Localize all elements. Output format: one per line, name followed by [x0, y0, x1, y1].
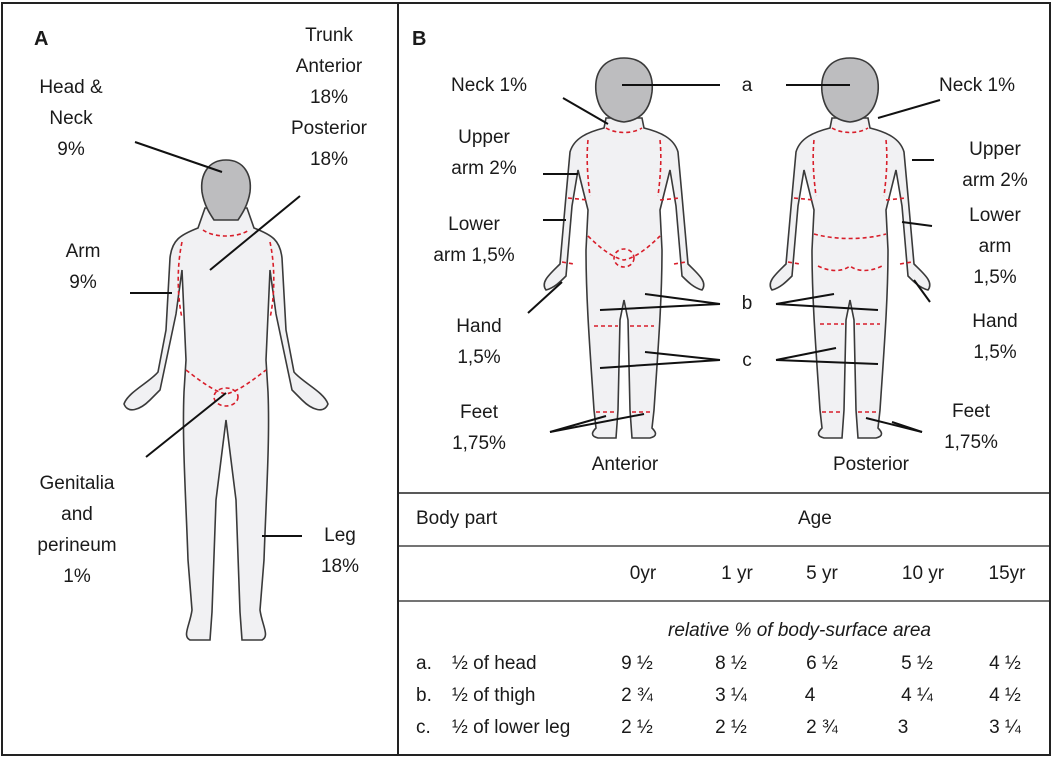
panel-b-letter: B	[412, 28, 426, 51]
table-cell: 4 ½	[965, 682, 1045, 710]
table-row-part: ½ of head	[452, 650, 537, 678]
table-cell: 4 ½	[965, 650, 1045, 678]
label-lower-arm-right: Lower arm 1,5%	[940, 200, 1050, 293]
child-anterior-figure	[544, 58, 704, 438]
table-cell: 2 ¾	[597, 682, 677, 710]
table-row-part: ½ of lower leg	[452, 714, 570, 742]
marker-a: a	[730, 70, 764, 101]
child-posterior-figure	[770, 58, 930, 438]
label-hand-right: Hand 1,5%	[940, 306, 1050, 368]
label-leg: Leg 18%	[300, 520, 380, 582]
table-cell: 8 ½	[691, 650, 771, 678]
child-anterior-body	[544, 118, 704, 438]
label-upper-arm-right: Upper arm 2%	[940, 134, 1050, 196]
label-head-neck: Head & Neck 9%	[16, 72, 126, 165]
table-row-key: a.	[416, 650, 432, 678]
table-cell: 5 ½	[877, 650, 957, 678]
table-age-col: 15yr	[967, 560, 1047, 588]
table-cell: 3 ¼	[965, 714, 1045, 742]
table-cell: 3 ¼	[691, 682, 771, 710]
table-cell: 4	[770, 682, 850, 710]
label-neck-right: Neck 1%	[912, 70, 1042, 101]
table-age-col: 0yr	[603, 560, 683, 588]
table-cell: 2 ½	[691, 714, 771, 742]
caption-anterior: Anterior	[560, 449, 690, 480]
table-header-body-part: Body part	[416, 505, 497, 533]
label-lower-arm-left: Lower arm 1,5%	[406, 209, 542, 271]
table-cell: 9 ½	[597, 650, 677, 678]
label-hand-left: Hand 1,5%	[424, 311, 534, 373]
table-cell: 4 ¼	[877, 682, 957, 710]
table-row-part: ½ of thigh	[452, 682, 535, 710]
child-posterior-head	[822, 58, 879, 122]
table-cell: 3	[863, 714, 943, 742]
label-upper-arm-left: Upper arm 2%	[424, 122, 544, 184]
label-arm: Arm 9%	[28, 236, 138, 298]
label-genitalia: Genitalia and perineum 1%	[12, 468, 142, 592]
table-subheader: relative % of body-surface area	[668, 617, 931, 645]
adult-figure	[124, 160, 328, 640]
leader-b-neck-right	[878, 100, 940, 118]
caption-posterior: Posterior	[806, 449, 936, 480]
table-row-key: b.	[416, 682, 432, 710]
table-age-col: 5 yr	[782, 560, 862, 588]
marker-c: c	[730, 345, 764, 376]
child-posterior-body	[770, 118, 930, 438]
leader-head	[135, 142, 222, 172]
label-feet-left: Feet 1,75%	[424, 397, 534, 459]
table-header-age: Age	[798, 505, 832, 533]
child-anterior-head	[596, 58, 653, 122]
table-age-col: 1 yr	[697, 560, 777, 588]
table-row-key: c.	[416, 714, 431, 742]
label-neck-left: Neck 1%	[424, 70, 554, 101]
label-trunk: Trunk Anterior 18% Posterior 18%	[270, 20, 388, 175]
adult-body	[124, 208, 328, 640]
adult-head	[202, 160, 251, 220]
table-cell: 2 ½	[597, 714, 677, 742]
table-cell: 2 ¾	[782, 714, 862, 742]
marker-b: b	[730, 288, 764, 319]
panel-a-letter: A	[34, 28, 48, 51]
table-cell: 6 ½	[782, 650, 862, 678]
table-age-col: 10 yr	[883, 560, 963, 588]
